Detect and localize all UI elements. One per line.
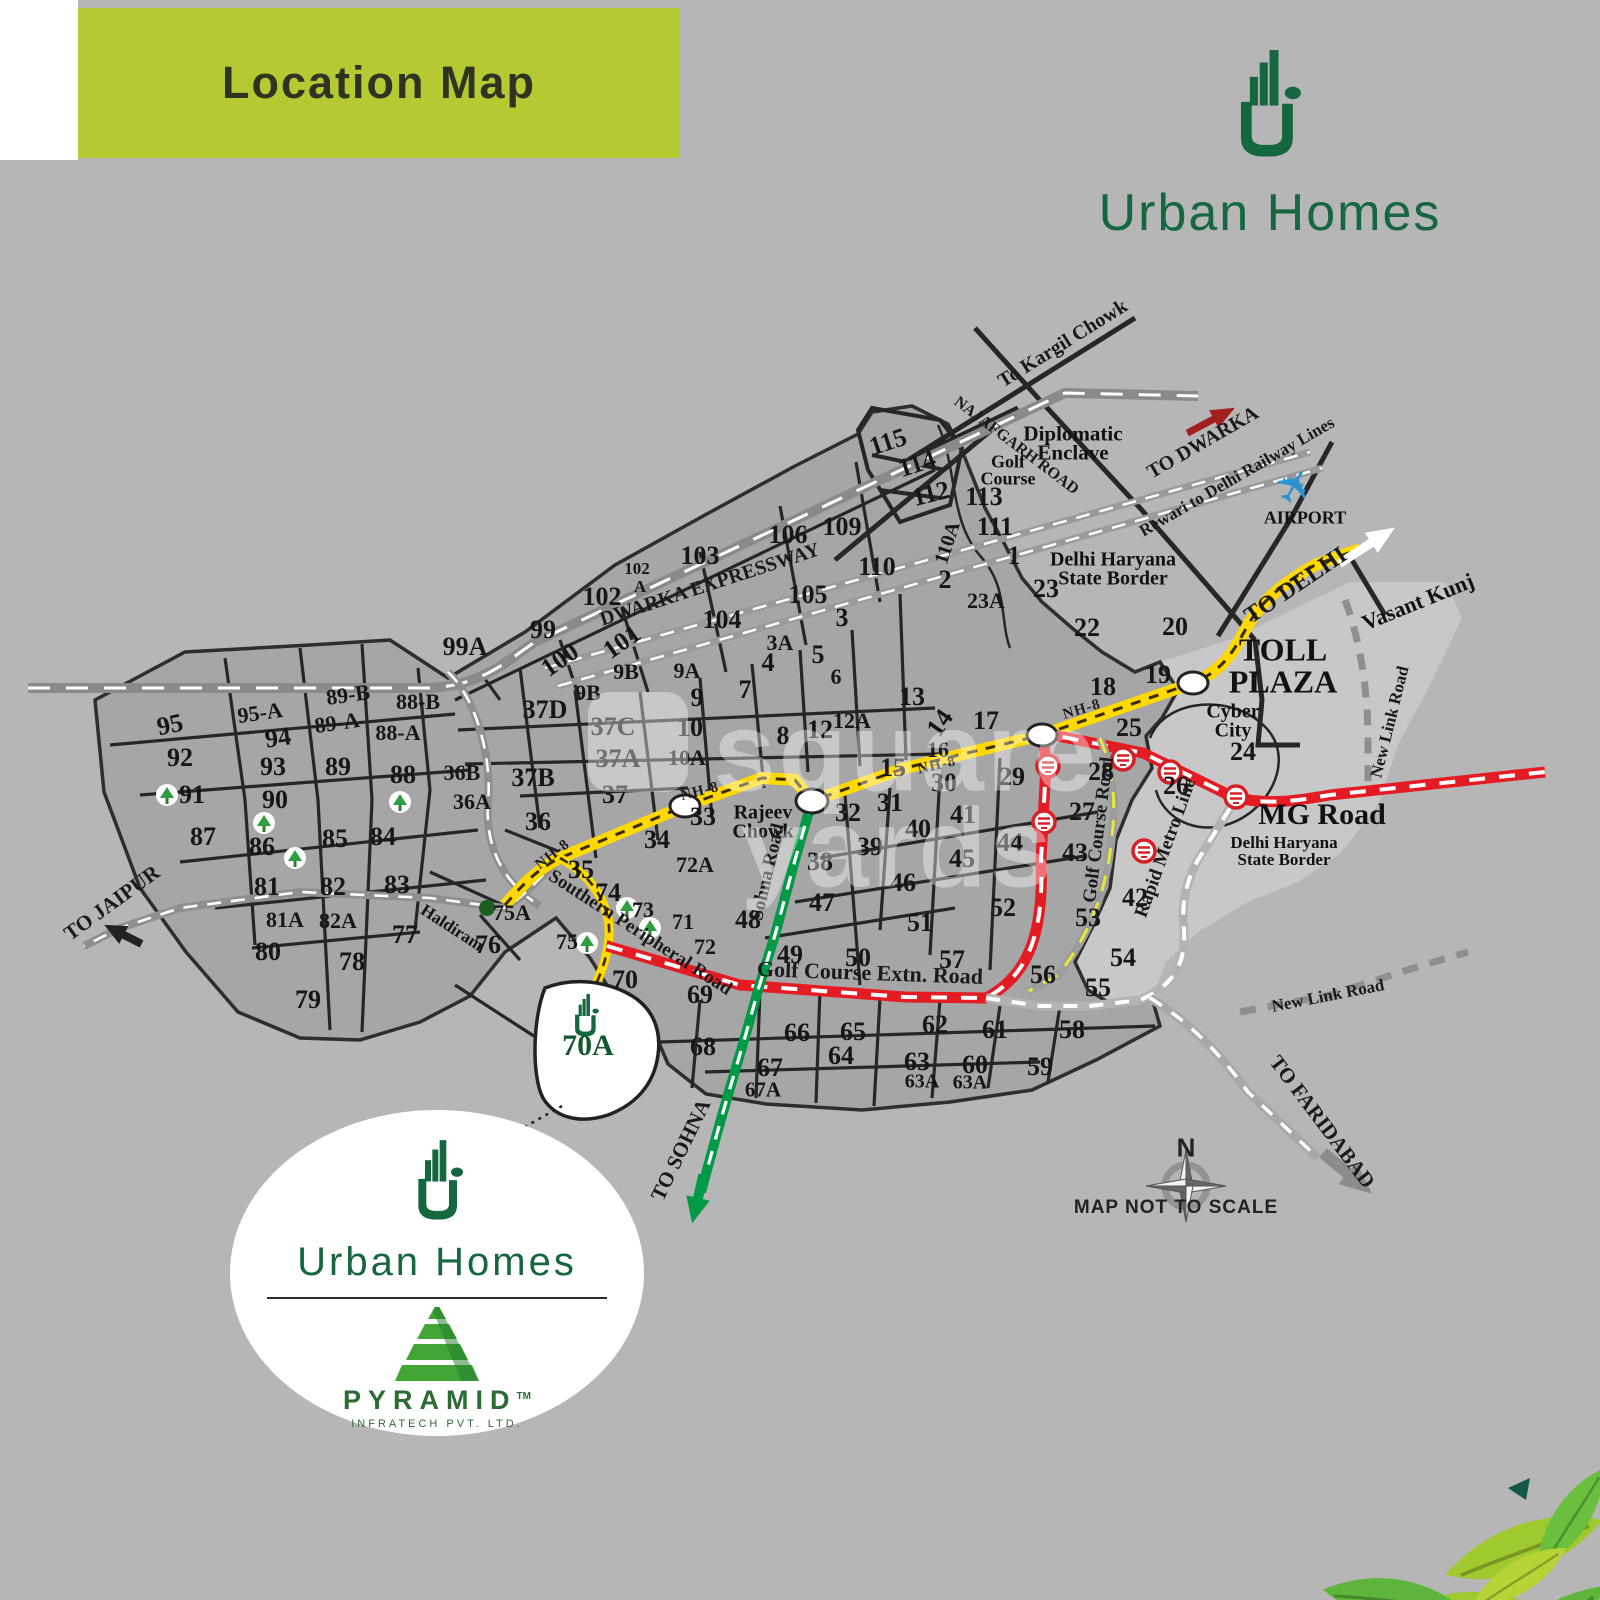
sector-70a-highlight	[533, 979, 661, 1121]
dwarka-expressway	[28, 387, 1199, 693]
golf-course-road	[1027, 736, 1118, 995]
urban-homes-logo-icon	[1240, 50, 1301, 157]
rapid-metro-line	[985, 795, 1240, 1011]
new-link-road	[1239, 598, 1469, 1016]
sector-roads	[109, 461, 1156, 1107]
developer-subtitle: INFRATECH PVT. LTD.	[351, 1418, 523, 1430]
badge-brand-name: Urban Homes	[297, 1240, 577, 1284]
corner-block	[0, 0, 78, 160]
railway-lines	[544, 448, 1323, 690]
compass-north-label: N	[1176, 1132, 1196, 1163]
brand-name: Urban Homes	[1098, 184, 1442, 242]
scale-note: MAP NOT TO SCALE	[1073, 1197, 1279, 1218]
sohna-road	[696, 799, 817, 1194]
to-dwarka-arrow-icon	[1185, 407, 1235, 437]
to-delhi-arrow-icon	[1337, 527, 1395, 568]
leaves-decoration	[1318, 1457, 1600, 1600]
ring-road	[445, 669, 543, 910]
to-jaipur-arrow-icon	[104, 924, 144, 948]
developer-badge: Urban Homes PYRAMIDTM INFRATECH PVT. LTD…	[230, 1110, 644, 1436]
brand-lockup: Urban Homes	[1040, 42, 1500, 243]
badge-divider	[267, 1297, 607, 1299]
leader-line	[504, 1104, 563, 1140]
faridabad-road	[1147, 994, 1322, 1162]
to-sohna-arrow-icon	[686, 1173, 710, 1224]
page-title: Location Map	[222, 57, 536, 108]
urban-homes-badge-icon	[418, 1140, 463, 1220]
haldiram-dot	[479, 900, 495, 916]
to-faridabad-arrow-icon	[1319, 1148, 1373, 1194]
developer-name: PYRAMIDTM	[343, 1385, 531, 1415]
junction-circles	[668, 670, 1210, 819]
compass-icon	[1145, 1149, 1227, 1223]
banner: Location Map	[78, 8, 680, 158]
golf-course-extn-mg-road	[605, 726, 1546, 1004]
southern-peripheral-road	[557, 854, 614, 986]
nh8-road	[500, 543, 1363, 909]
pyramid-logo-icon	[395, 1307, 479, 1381]
